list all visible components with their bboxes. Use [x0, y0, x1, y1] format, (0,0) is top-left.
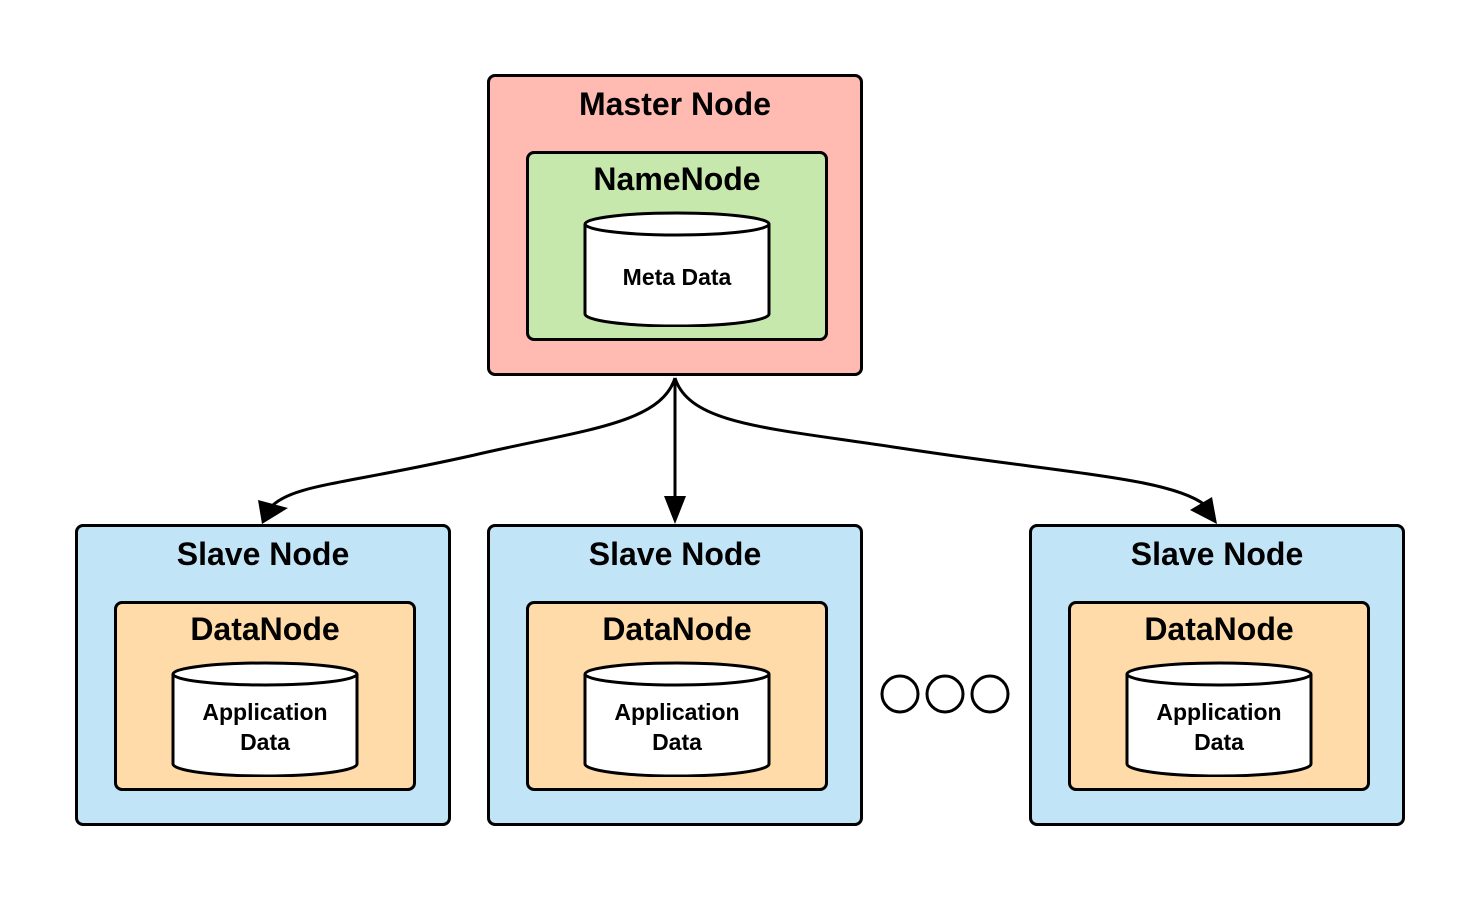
- arrowhead-slave-2: [664, 496, 686, 524]
- datanode-title: DataNode: [190, 611, 340, 647]
- application-data-database-icon: Application Data: [1124, 661, 1314, 777]
- three-circles-icon: [878, 673, 1013, 715]
- slave-node-title: Slave Node: [588, 536, 762, 572]
- datanode-title: DataNode: [1144, 611, 1294, 647]
- datanode-title: DataNode: [602, 611, 752, 647]
- application-data-database-icon: Application Data: [582, 661, 772, 777]
- metadata-label: Meta Data: [622, 264, 732, 290]
- datanode-box: DataNode Application Data: [114, 601, 416, 791]
- application-data-label: Application Data: [614, 699, 740, 755]
- namenode-box: NameNode Meta Data: [526, 151, 828, 341]
- arrow-master-to-slave-1: [268, 377, 677, 510]
- metadata-database-icon: Meta Data: [582, 211, 772, 327]
- application-data-label: Application Data: [1156, 699, 1282, 755]
- arrowhead-slave-1: [258, 500, 288, 524]
- datanode-box: DataNode Application Data: [1068, 601, 1370, 791]
- master-node-title: Master Node: [578, 86, 772, 122]
- slave-node-1: Slave Node DataNode Application Data: [75, 524, 451, 826]
- application-data-label: Application Data: [202, 699, 328, 755]
- master-node: Master Node NameNode Meta Data: [487, 74, 863, 376]
- arrow-master-to-slave-3: [673, 377, 1206, 507]
- slave-node-2: Slave Node DataNode Application Data: [487, 524, 863, 826]
- slave-node-title: Slave Node: [176, 536, 350, 572]
- datanode-box: DataNode Application Data: [526, 601, 828, 791]
- arrowhead-slave-3: [1190, 497, 1217, 524]
- application-data-database-icon: Application Data: [170, 661, 360, 777]
- slave-node-title: Slave Node: [1130, 536, 1304, 572]
- namenode-title: NameNode: [593, 161, 761, 197]
- slave-node-3: Slave Node DataNode Application Data: [1029, 524, 1405, 826]
